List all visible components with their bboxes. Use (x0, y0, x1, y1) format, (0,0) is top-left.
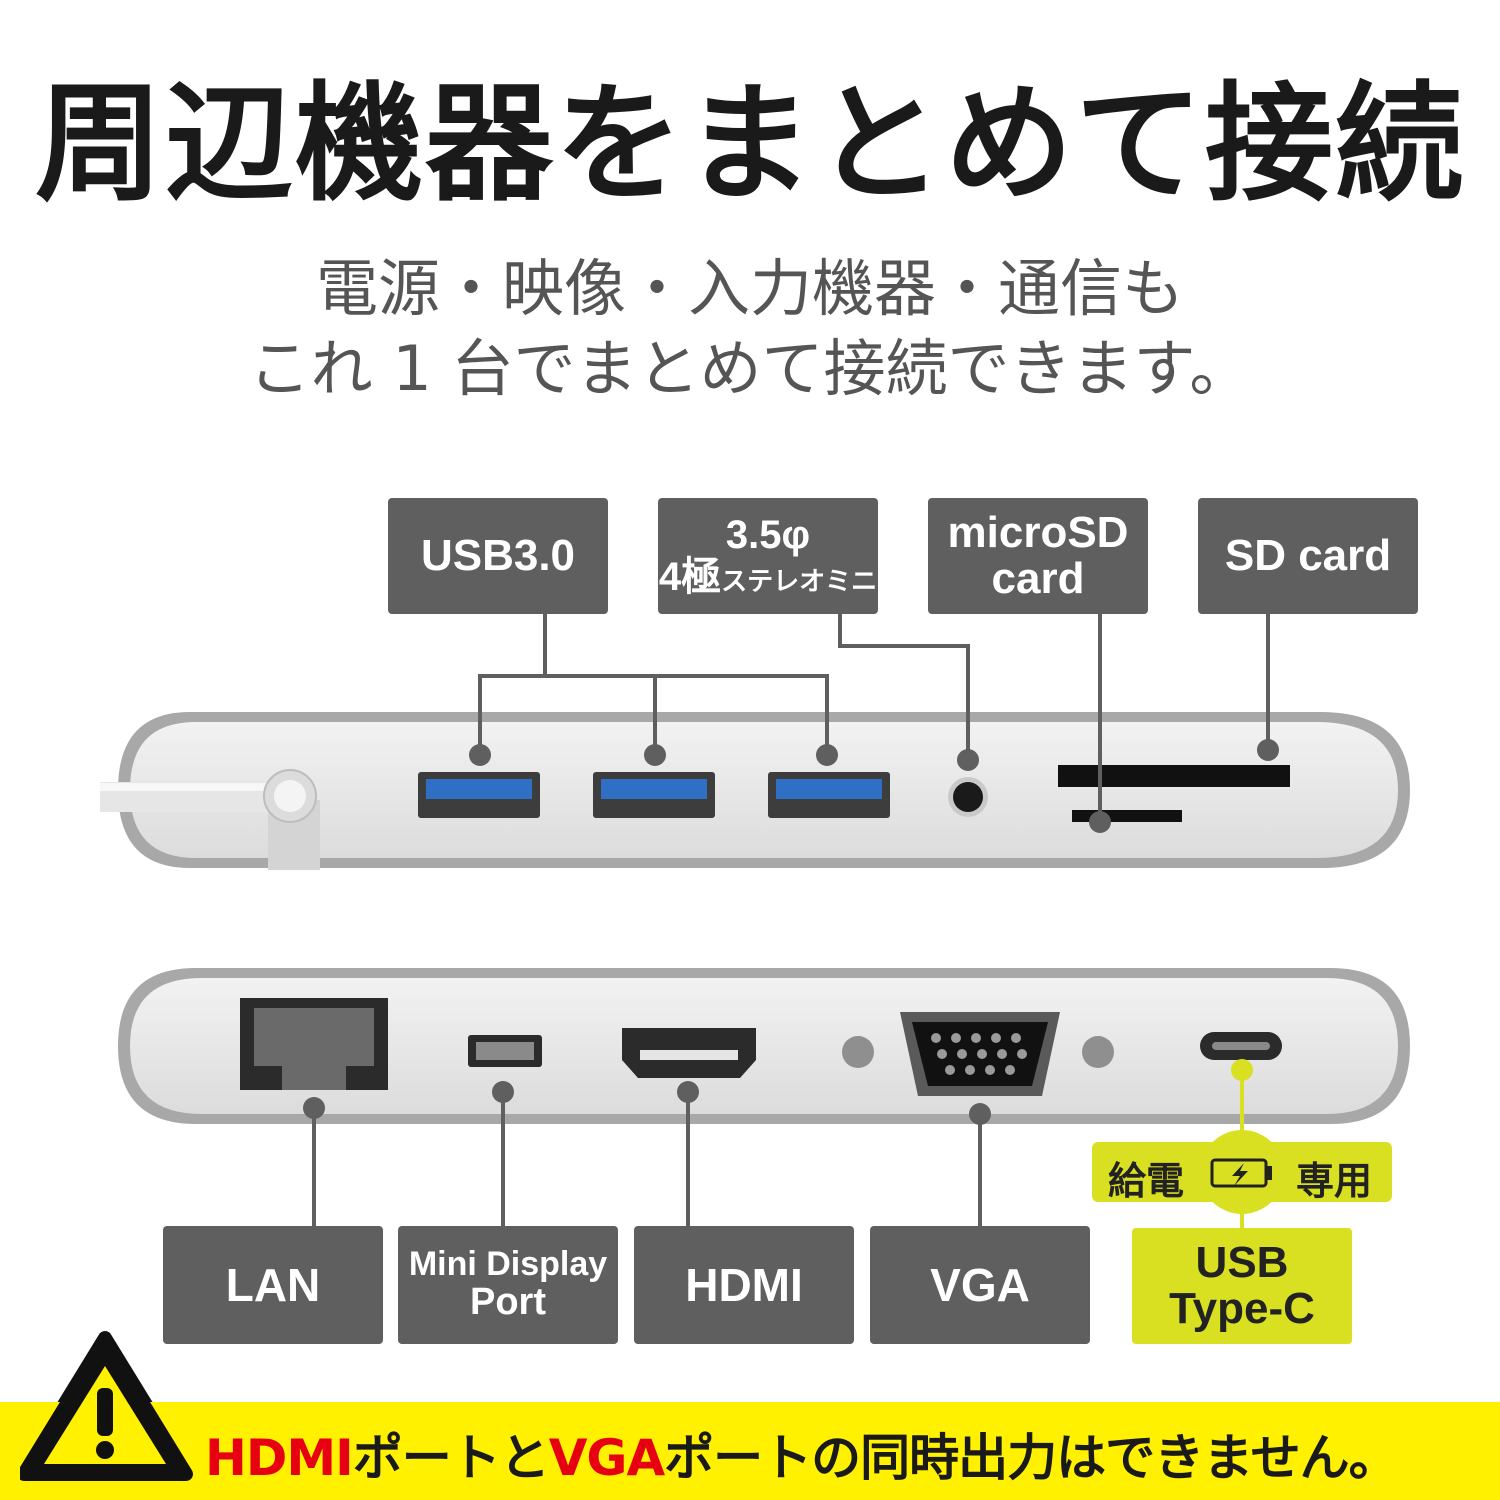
hub-top-side (100, 712, 1410, 870)
top-connector-dots (469, 739, 1279, 833)
warning-bar (0, 1402, 1500, 1500)
usb-a-port-3 (768, 772, 890, 818)
label-lan: LAN (163, 1226, 383, 1344)
warning-triangle-icon (20, 1335, 193, 1481)
label-microsd: microSD card (928, 498, 1148, 614)
label-hdmi: HDMI (634, 1226, 854, 1344)
battery-charging-icon (1210, 1158, 1272, 1188)
subtitle-line-1: 電源・映像・入力機器・通信も (315, 252, 1184, 325)
usb-c-connector-dot (1231, 1059, 1253, 1081)
lan-port (240, 998, 388, 1090)
audio-jack (948, 777, 988, 817)
power-only-right-text: 専用 (1296, 1159, 1373, 1203)
sd-card-slot (1058, 765, 1290, 787)
warning-text: HDMIポートとVGAポートの同時出力はできません。 (205, 1429, 1399, 1487)
mini-displayport-port (468, 1035, 542, 1067)
label-usb-type-c: USB Type-C (1132, 1228, 1352, 1344)
page-title: 周辺機器をまとめて接続 (34, 70, 1465, 219)
label-audio-jack: 3.5φ 4極ステレオミニ (658, 498, 878, 614)
hdmi-port (622, 1028, 756, 1078)
bottom-connector-lines (312, 1092, 982, 1228)
label-sd-card: SD card (1198, 498, 1418, 614)
vga-port (842, 1012, 1114, 1096)
usb-c-port (1200, 1032, 1282, 1060)
label-vga: VGA (870, 1226, 1090, 1344)
label-mini-displayport: Mini Display Port (398, 1226, 618, 1344)
bottom-connector-dots (303, 1081, 991, 1125)
power-only-left-text: 給電 (1108, 1159, 1185, 1203)
label-usb3: USB3.0 (388, 498, 608, 614)
subtitle-line-2: これ 1 台でまとめて接続できます。 (248, 332, 1252, 405)
usb-a-port-2 (593, 772, 715, 818)
microsd-card-slot (1072, 810, 1182, 822)
hub-bottom-side (118, 968, 1410, 1124)
usb-a-port-1 (418, 772, 540, 818)
usb-c-cable (100, 769, 320, 870)
top-connector-lines (478, 614, 1270, 822)
